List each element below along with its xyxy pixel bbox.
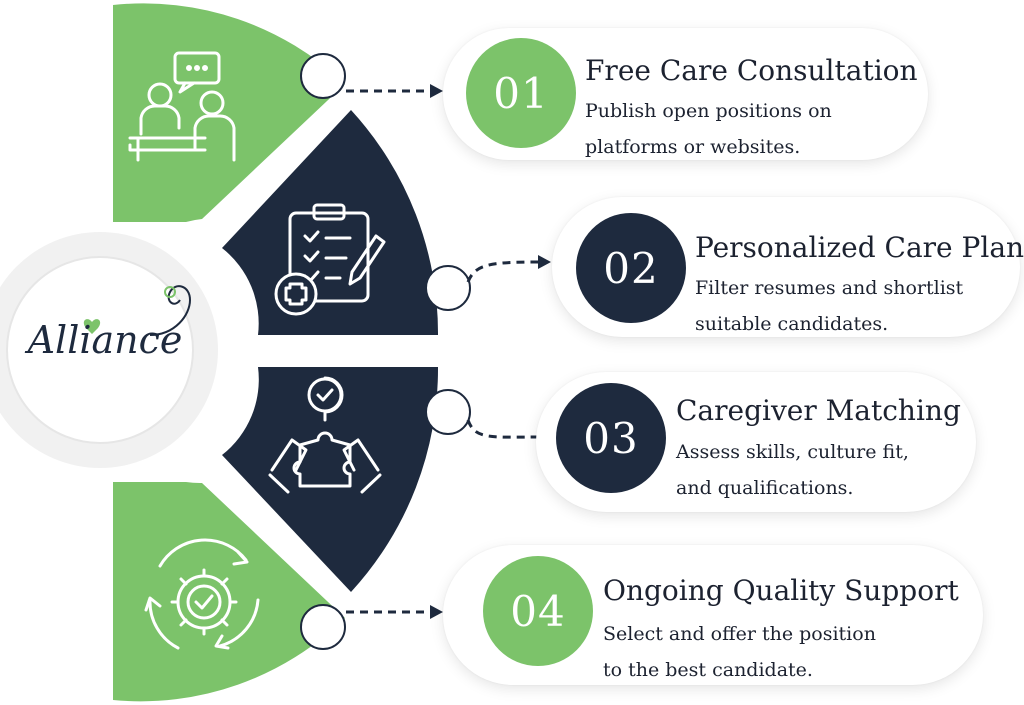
heart-icon (83, 319, 101, 334)
arrow-3 (466, 419, 544, 439)
step-title-4: Ongoing Quality Support (603, 574, 959, 607)
stethoscope-line (149, 285, 192, 336)
step-title-1: Free Care Consultation (585, 54, 918, 87)
connector-dot-2 (425, 265, 471, 311)
connector-dot-4 (300, 604, 346, 650)
logo-disc (6, 256, 194, 444)
sector-1 (113, 3, 345, 223)
sector-3 (222, 367, 439, 592)
step-number-2: 02 (576, 213, 686, 323)
gear-support-icon (144, 538, 260, 650)
arrowhead-4 (430, 605, 443, 619)
connector-dot-1 (300, 53, 346, 99)
step-desc-2: Filter resumes and shortlist suitable ca… (695, 270, 1024, 342)
consultation-icon (128, 51, 236, 162)
step-desc-2-line-1: Filter resumes and shortlist (695, 277, 964, 299)
step-desc-1-line-2: platforms or websites. (585, 136, 801, 158)
step-desc-1-line-1: Publish open positions on (585, 100, 832, 122)
step-number-4: 04 (483, 556, 593, 666)
step-desc-3-line-1: Assess skills, culture fit, (676, 441, 909, 463)
arrowhead-2 (538, 255, 551, 269)
step-number-1: 01 (466, 38, 576, 148)
sector-2 (222, 110, 439, 335)
step-desc-4-line-2: to the best candidate. (603, 659, 813, 681)
logo: Alliance (10, 318, 200, 362)
step-title-3: Caregiver Matching (676, 394, 961, 427)
step-desc-3: Assess skills, culture fit, and qualific… (676, 434, 1006, 506)
arrowhead-1 (430, 84, 443, 98)
step-desc-4: Select and offer the position to the bes… (603, 616, 933, 688)
clipboard-plan-icon (274, 203, 386, 316)
puzzle-match-icon (268, 376, 382, 494)
connector-dot-3 (425, 389, 471, 435)
step-desc-4-line-1: Select and offer the position (603, 623, 876, 645)
arrow-2 (466, 260, 541, 283)
step-title-2: Personalized Care Plan (695, 231, 1024, 264)
step-desc-2-line-2: suitable candidates. (695, 313, 889, 335)
logo-text: Alliance (27, 318, 183, 362)
step-desc-1: Publish open positions on platforms or w… (585, 93, 915, 165)
stethoscope-head (164, 286, 176, 298)
step-number-3: 03 (556, 383, 666, 493)
step-desc-3-line-2: and qualifications. (676, 477, 854, 499)
